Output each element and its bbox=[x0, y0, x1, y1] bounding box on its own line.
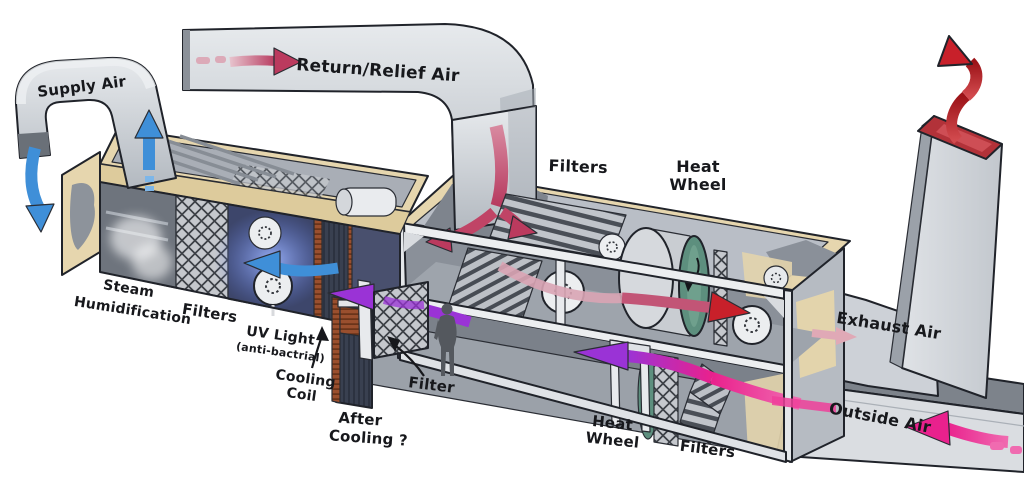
outside-air-arrowhead bbox=[905, 410, 951, 446]
return-downflow-arrow bbox=[489, 124, 509, 208]
mid-filter-mesh bbox=[373, 281, 429, 359]
label-after-cooling-2: Cooling ? bbox=[328, 426, 408, 449]
label-steam-1: Steam bbox=[102, 277, 155, 301]
outside-air-stripe bbox=[772, 396, 836, 413]
corner-gusset bbox=[764, 296, 784, 318]
right-unit-frame bbox=[395, 221, 793, 463]
supply-up-dash bbox=[145, 186, 154, 191]
uv-flow-arrow bbox=[243, 250, 339, 279]
corner-gusset bbox=[404, 232, 424, 252]
return-arrow-dash bbox=[196, 57, 210, 64]
filter-leader-head bbox=[387, 336, 400, 352]
label-heat-wheel-top-2: Wheel bbox=[669, 175, 726, 194]
label-steam-2: Humidification bbox=[73, 294, 192, 328]
supply-duct-highlight bbox=[15, 57, 157, 104]
return-arrow-shaft bbox=[229, 55, 277, 67]
energy-recovery-unit bbox=[335, 105, 851, 463]
after-cooling-assembly bbox=[327, 279, 472, 409]
label-cooling-coil-2: Coil bbox=[285, 385, 317, 405]
exhaust-label-arrow bbox=[811, 327, 857, 345]
bottom-front-rail bbox=[399, 349, 787, 463]
return-duct-body bbox=[182, 23, 537, 229]
to-exhaust-arrowhead bbox=[707, 291, 751, 323]
steam-mist bbox=[132, 244, 172, 280]
outside-air-dash bbox=[1010, 446, 1022, 454]
exhaust-flow-arrows bbox=[425, 207, 751, 323]
exhaust-stack-arrowhead bbox=[937, 35, 973, 67]
label-heat-wheel-bottom-2: Wheel bbox=[585, 428, 640, 452]
label-heat-wheel-bottom-1: Heat bbox=[591, 412, 633, 434]
uv-fan bbox=[248, 216, 282, 250]
top-face-mesh bbox=[228, 164, 330, 204]
supply-up-dash bbox=[145, 176, 154, 182]
outside-air-shaft bbox=[944, 422, 1009, 448]
supply-up-arrowhead bbox=[134, 109, 164, 139]
cooling-coil-leader-head bbox=[316, 326, 329, 341]
label-after-cooling-1: After bbox=[338, 409, 383, 430]
exhaust-stack-arrow-curl bbox=[946, 91, 970, 144]
label-heat-wheel-top-1: Heat bbox=[676, 157, 720, 176]
person-silhouette bbox=[434, 303, 457, 376]
return-arrow-dash bbox=[215, 56, 226, 63]
supply-duct bbox=[14, 56, 177, 233]
uv-flow-arrowhead bbox=[243, 250, 281, 279]
small-coil bbox=[339, 305, 361, 337]
end-cap-tear bbox=[70, 182, 95, 250]
outside-air-dash bbox=[990, 442, 1004, 450]
return-duct-open-end bbox=[183, 30, 190, 90]
label-filters-top: Filters bbox=[548, 156, 608, 177]
flow-through-filter bbox=[382, 296, 425, 310]
right-front-post bbox=[783, 289, 793, 463]
outside-air-arrows bbox=[772, 396, 1022, 454]
return-arrowhead bbox=[273, 47, 302, 76]
label-filter-mid: Filter bbox=[407, 373, 456, 397]
supply-out-arrow bbox=[25, 146, 46, 213]
tempered-air-arrowhead bbox=[573, 341, 629, 371]
supply-out-arrowhead bbox=[25, 203, 55, 233]
supply-duct-mouth bbox=[18, 132, 50, 158]
after-cooling-copper-edge bbox=[331, 296, 341, 404]
return-split-right-arrowhead bbox=[507, 215, 538, 240]
